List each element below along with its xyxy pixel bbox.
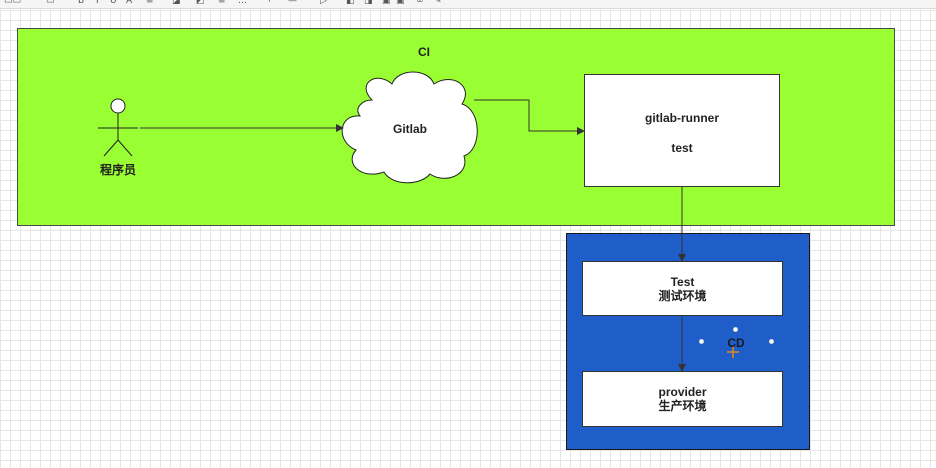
test-env-name: Test [670,274,695,289]
gitlab-label: Gitlab [392,122,427,136]
more-icon[interactable]: … [238,0,247,6]
link-icon[interactable]: ∞ [416,0,424,6]
font-size-control[interactable]: ▭ [46,0,55,6]
provider-env-desc: 生产环境 [658,399,707,413]
gitlab-runner-box[interactable]: gitlab-runner test [584,74,780,187]
connector-icon[interactable]: ⌐ [268,0,276,6]
font-family-control[interactable]: ▭▭ [4,0,22,6]
front-icon[interactable]: ◧ [346,0,355,6]
bold-icon[interactable]: B [78,0,85,6]
runner-title: gitlab-runner [645,111,719,125]
group-icon[interactable]: ▣ [382,0,391,6]
format-painter-icon[interactable]: ✎ [434,0,442,6]
align-icon[interactable]: ≡ [146,0,154,6]
gitlab-cloud[interactable] [341,71,478,184]
test-env-desc: 测试环境 [658,288,707,303]
arrow-icon[interactable]: ▷ [320,0,327,6]
underline-icon[interactable]: U [110,0,117,6]
provider-env-box[interactable]: provider 生产环境 [582,371,783,427]
runner-subtitle: test [671,141,693,155]
ungroup-icon[interactable]: ▣ [396,0,405,6]
back-icon[interactable]: ◨ [364,0,373,6]
line-color-icon[interactable]: ◩ [196,0,205,6]
provider-env-name: provider [658,385,707,399]
ci-label: CI [418,45,430,59]
move-cursor-icon [727,346,739,358]
fill-color-icon[interactable]: ◪ [172,0,181,6]
line-icon[interactable]: — [288,0,297,6]
actor-label: 程序员 [99,163,136,177]
resize-handle-left[interactable] [699,339,704,344]
cd-label[interactable]: CD [727,336,745,350]
actor-figure[interactable] [98,98,138,157]
toolbar: ▭▭ ▭ B I U A ≡ ◪ ◩ ≡ … ⌐ — ▷ ◧ ◨ ▣ ▣ ∞ ✎ [0,0,936,9]
font-color-icon[interactable]: A [126,0,133,6]
italic-icon[interactable]: I [96,0,99,6]
edge-gitlab-to-runner [474,99,585,135]
resize-handle-right[interactable] [769,339,774,344]
test-env-box[interactable]: Test 测试环境 [582,261,783,316]
line-style-icon[interactable]: ≡ [218,0,226,6]
resize-handle-top[interactable] [733,327,738,332]
